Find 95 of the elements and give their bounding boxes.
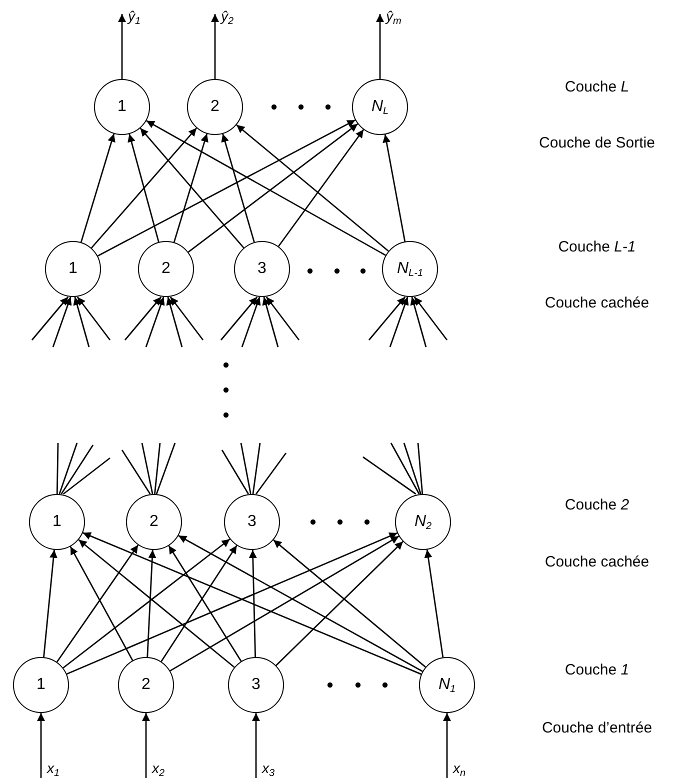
neuron-circle: [352, 79, 408, 135]
arrow: [236, 124, 389, 252]
connection-line: [240, 442, 252, 494]
neuron-label: N$_{L}$: [371, 98, 389, 116]
neuron-label: 1: [68, 260, 78, 278]
neuron-label: 2: [210, 98, 220, 116]
connection-line: [154, 442, 161, 494]
connection-line: [417, 442, 424, 494]
signal-label: x$_{3}$: [256, 760, 275, 778]
arrow: [140, 128, 244, 248]
layer-label: Couche 2: [564, 496, 630, 514]
layer-label: Couche de Sortie: [539, 134, 655, 152]
neuron-label: 2: [150, 513, 158, 531]
arrow: [80, 134, 116, 242]
arrow: [276, 541, 404, 666]
neuron-label: 3: [248, 513, 256, 531]
arrow: [248, 550, 257, 658]
arrow: [382, 134, 406, 242]
layer-label: Couche L: [564, 78, 630, 96]
arrow: [146, 120, 386, 256]
arrow: [241, 296, 261, 348]
connection-line: [62, 457, 110, 495]
neuron-label: 2: [162, 260, 170, 278]
arrow: [414, 296, 448, 340]
connection-line: [58, 442, 78, 494]
signal-label: x$_{n}$: [447, 760, 466, 778]
arrow: [56, 544, 139, 662]
connection-line: [221, 450, 249, 494]
arrow: [146, 550, 156, 658]
neuron-label: 1: [52, 513, 62, 531]
arrow: [142, 713, 150, 778]
layer-label: Couche 1: [564, 662, 630, 678]
signal-label: ŷ$_{1}$: [122, 8, 141, 30]
arrow: [220, 296, 258, 340]
signal-label: x$_{2}$: [146, 760, 165, 778]
connection-line: [156, 442, 176, 494]
arrow: [424, 550, 444, 658]
arrow: [43, 550, 58, 658]
layer-label: Couche cachée: [544, 294, 650, 312]
arrow: [173, 134, 208, 242]
arrow: [97, 119, 356, 257]
connection-line: [390, 442, 420, 494]
arrow: [31, 296, 69, 340]
arrow: [273, 539, 426, 668]
arrow: [252, 713, 260, 778]
arrow: [389, 296, 409, 348]
arrow: [376, 14, 384, 79]
neuron-label: N$_{2}$: [414, 512, 432, 532]
arrow: [37, 713, 45, 778]
neuron-label: N$_{L-1}$: [396, 260, 423, 278]
neuron-circle: [224, 494, 280, 550]
signal-label: ŷ$_{m}$: [380, 8, 402, 30]
neuron-label: N$_{1}$: [438, 676, 456, 694]
connection-line: [60, 444, 94, 494]
arrow: [410, 296, 427, 348]
signal-label: x$_{1}$: [41, 760, 60, 778]
arrow: [90, 128, 198, 248]
arrow: [128, 134, 160, 242]
arrow: [145, 296, 165, 348]
arrow: [76, 296, 111, 340]
arrow: [278, 129, 364, 247]
connection-line: [403, 442, 422, 494]
connection-line: [256, 452, 287, 494]
arrow: [52, 296, 72, 348]
arrow: [166, 296, 183, 348]
neuron-circle: [94, 79, 150, 135]
arrow: [211, 14, 219, 79]
arrow: [188, 123, 358, 253]
arrow: [73, 296, 90, 348]
arrow: [221, 134, 255, 242]
arrow: [443, 713, 451, 778]
arrow: [262, 296, 279, 348]
arrow: [266, 296, 300, 340]
arrow: [118, 14, 126, 79]
arrow: [124, 296, 162, 340]
connection-line: [252, 442, 261, 494]
connection-line: [56, 442, 59, 494]
neuron-label: 3: [252, 676, 260, 694]
layer-label: Couche cachée: [544, 554, 650, 570]
neuron-label: 1: [118, 98, 126, 116]
neuron-label: 2: [142, 676, 150, 694]
connection-line: [141, 442, 154, 494]
layer-label: Couche d’entrée: [542, 720, 652, 736]
connection-line: [121, 450, 151, 494]
neuron-label: 3: [258, 260, 266, 278]
arrow: [170, 296, 204, 340]
signal-label: ŷ$_{2}$: [215, 8, 234, 30]
arrow: [368, 296, 406, 340]
neuron-circle: [126, 494, 182, 550]
arrow: [70, 546, 134, 661]
neuron-circle: [228, 657, 284, 713]
layer-label: Couche L-1: [558, 238, 636, 256]
connection-line: [362, 456, 416, 495]
neuron-circle: [187, 79, 243, 135]
neuron-label: 1: [36, 676, 46, 694]
